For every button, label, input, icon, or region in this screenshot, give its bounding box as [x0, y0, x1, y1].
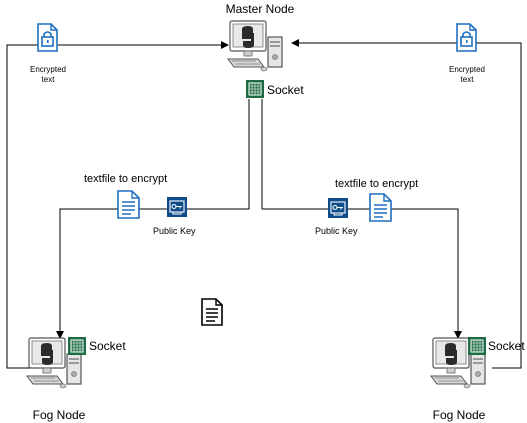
textfile-left-label: textfile to encrypt [84, 173, 167, 185]
fog-left-socket-icon [67, 336, 87, 356]
public-key-left-label: Public Key [153, 226, 196, 236]
textfile-right-label: textfile to encrypt [335, 178, 418, 190]
public-key-icon-left [166, 196, 188, 218]
encrypted-right-line1: Encrypted [449, 65, 485, 74]
master-node-label: Master Node [226, 2, 295, 16]
encrypted-right-line2: text [461, 75, 475, 84]
text-file-icon-right [369, 193, 392, 222]
public-key-right-label: Public Key [315, 226, 358, 236]
fog-left-label: Fog Node [33, 408, 86, 422]
edge-fog-left-to-master [6, 41, 229, 369]
fog-right-label: Fog Node [433, 408, 486, 422]
encrypted-left-line2: text [42, 75, 56, 84]
edge-master-to-fog-right [261, 99, 462, 339]
encrypted-file-icon-left [37, 23, 58, 52]
public-key-icon-right [327, 197, 349, 219]
master-socket-icon [245, 79, 265, 99]
fog-right-socket-label: Socket [488, 339, 525, 353]
fog-right-socket-icon [467, 336, 487, 356]
encrypted-left-line1: Encrypted [30, 65, 66, 74]
document-icon [201, 298, 223, 326]
text-file-icon-left [117, 190, 140, 219]
encrypted-file-icon-right [456, 23, 477, 52]
edge-master-to-fog-left [56, 99, 250, 339]
edge-fog-right-to-master [291, 39, 522, 369]
master-socket-label: Socket [267, 83, 304, 97]
fog-left-socket-label: Socket [89, 339, 126, 353]
master-computer-icon [227, 20, 283, 72]
